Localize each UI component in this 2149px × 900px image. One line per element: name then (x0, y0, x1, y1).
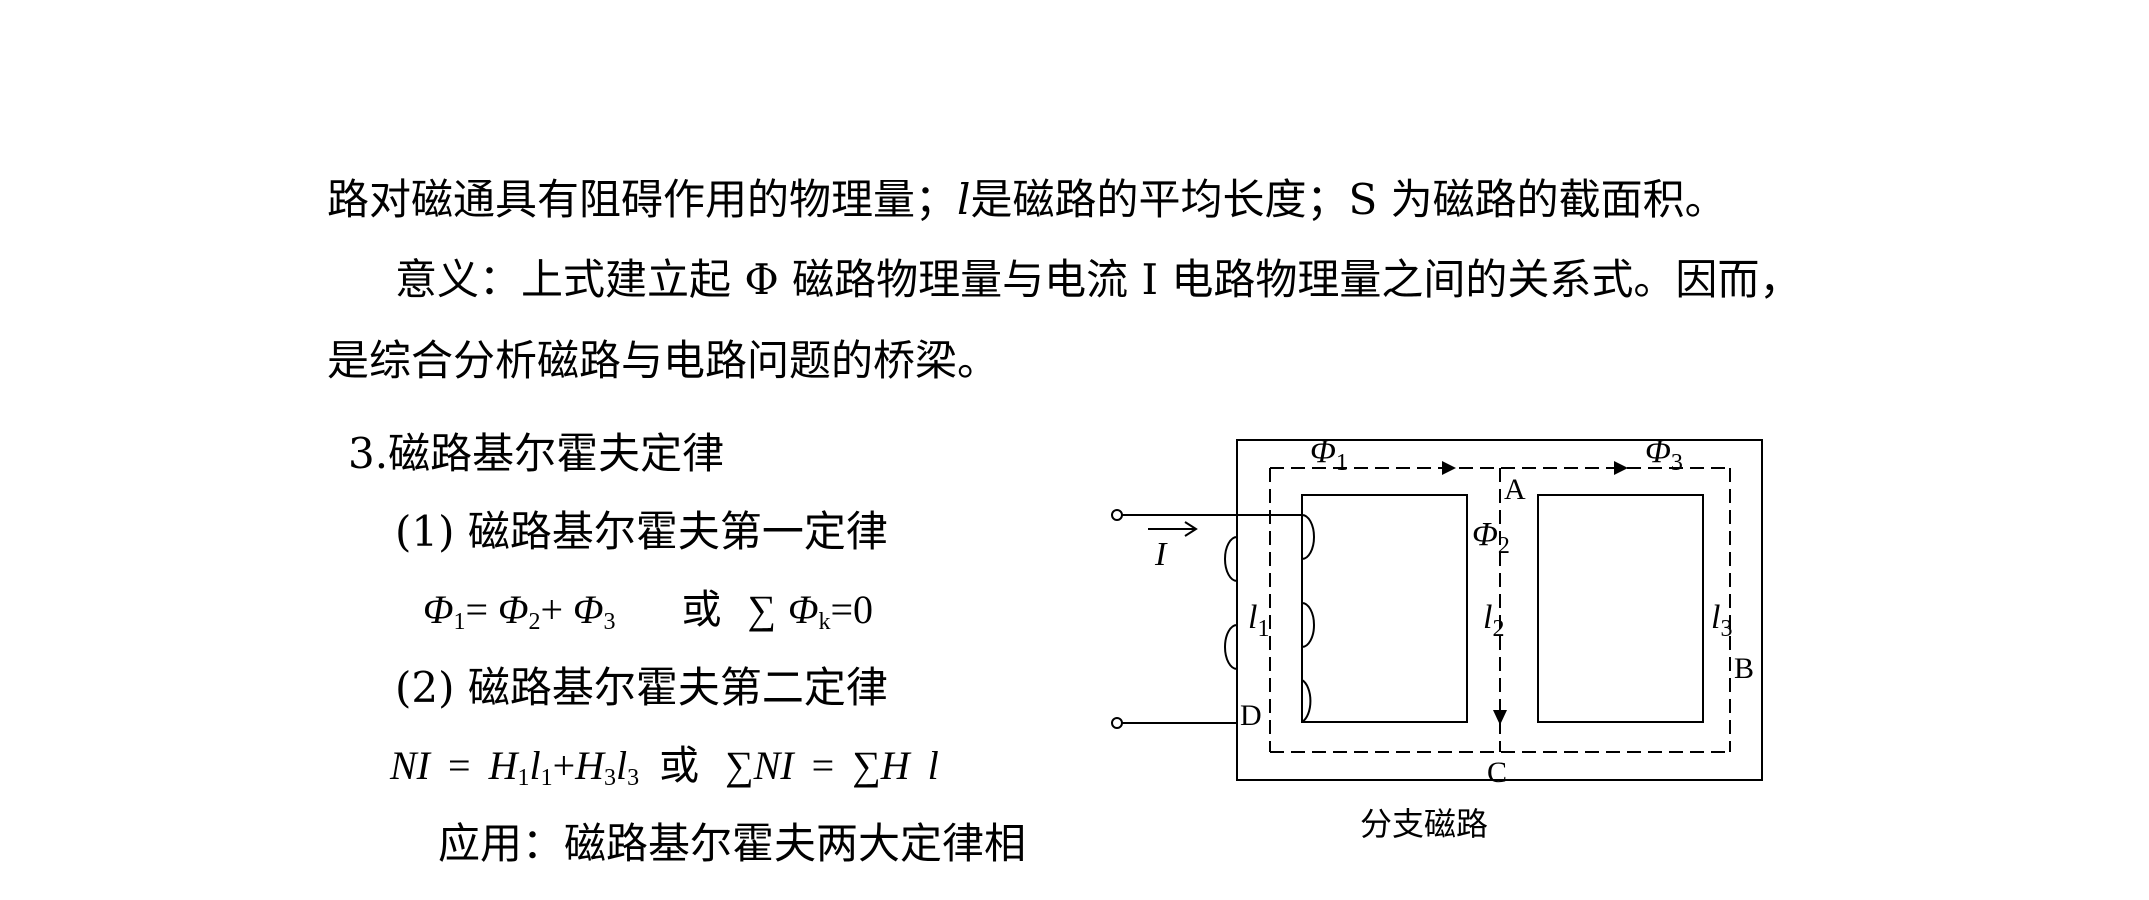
sum-symbol: ∑ (725, 743, 754, 788)
phi1-label: Φ1 (1310, 433, 1348, 476)
node-a-label: A (1504, 473, 1526, 506)
diagram-caption: 分支磁路 (1360, 806, 1488, 842)
l-symbol: l (616, 743, 628, 788)
core-outer-boundary (1236, 439, 1763, 781)
paragraph-line-3: 是综合分析磁路与电路问题的桥梁。 (327, 335, 999, 387)
phi3-label: Φ3 (1645, 433, 1683, 476)
l2-label: l2 (1483, 599, 1504, 642)
equals-sign: = (811, 743, 835, 788)
l-symbol: l (927, 743, 939, 788)
plus-sign: + (552, 743, 576, 788)
or-word: 或 (659, 743, 700, 788)
coil-turn (1301, 602, 1315, 648)
subscript: 1 (453, 609, 466, 635)
phi-symbol: Φ (498, 587, 529, 632)
flux-arrow-phi2 (1493, 710, 1507, 725)
application-text: 应用：磁路基尔霍夫两大定律相 (438, 819, 1027, 868)
node-b-label: B (1734, 652, 1754, 685)
coil-turn (1301, 679, 1312, 723)
subscript: 1 (517, 765, 530, 791)
coil-turn (1224, 536, 1238, 582)
core-window-right (1537, 494, 1704, 723)
mean-flux-paths (1269, 467, 1731, 753)
phi2-label: Φ2 (1472, 516, 1510, 559)
excitation-coil (1111, 509, 1315, 729)
phi-symbol: Φ (788, 587, 819, 632)
ni-term: NI (753, 743, 794, 788)
section-heading: 3.磁路基尔霍夫定律 (348, 428, 724, 480)
subscript: 3 (627, 765, 640, 791)
coil-turn (1301, 514, 1315, 560)
h-symbol: H (880, 743, 910, 788)
subscript: 2 (528, 609, 541, 635)
length-symbol: l (957, 175, 971, 224)
terminal-bottom (1111, 717, 1123, 729)
law-1-text: (1) 磁路基尔霍夫第一定律 (395, 507, 888, 556)
flux-arrow-phi1 (1442, 461, 1456, 475)
application-line: 应用：磁路基尔霍夫两大定律相 (438, 818, 1026, 870)
h-symbol: H (488, 743, 518, 788)
law-2-text: (2) 磁路基尔霍夫第二定律 (395, 663, 888, 712)
ni-term: NI (390, 743, 430, 788)
node-labels: A B C D (1240, 473, 1754, 789)
terminal-top (1111, 509, 1123, 521)
current-label: I (1154, 536, 1168, 573)
branched-magnetic-circuit-diagram: Φ1 Φ3 Φ2 I l1 l2 l3 A B C D 分支磁路 (1111, 433, 1763, 842)
l1-label: l1 (1248, 599, 1269, 642)
bridge-text: 是综合分析磁路与电路问题的桥梁。 (327, 336, 1000, 385)
diagram-labels: Φ1 Φ3 Φ2 I l1 l2 l3 (1154, 433, 1732, 642)
coil-turn (1224, 624, 1238, 670)
plus-sign: + (540, 587, 574, 632)
sum-symbol: ∑ (747, 587, 776, 632)
node-d-label: D (1240, 699, 1262, 732)
flux-arrow-phi3 (1614, 461, 1628, 475)
paragraph-line-2: 意义：上式建立起 Φ 磁路物理量与电流 I 电路物理量之间的关系式。因而， (395, 254, 1801, 306)
subscript: 1 (540, 765, 553, 791)
significance-text: 意义：上式建立起 Φ 磁路物理量与电流 I 电路物理量之间的关系式。因而， (395, 255, 1802, 304)
law-2-heading: (2) 磁路基尔霍夫第二定律 (395, 662, 888, 714)
node-c-label: C (1487, 756, 1507, 789)
subscript: 3 (604, 765, 617, 791)
or-word: 或 (681, 587, 722, 632)
equals-sign: = (448, 743, 471, 788)
phi-symbol: Φ (423, 587, 454, 632)
h-symbol: H (575, 743, 605, 788)
current-arrow-head (1184, 521, 1198, 537)
section-heading-text: 3.磁路基尔霍夫定律 (348, 429, 725, 478)
subscript: 3 (603, 609, 616, 635)
phi-symbol: Φ (573, 587, 604, 632)
line1-text-a: 路对磁通具有阻碍作用的物理量； (327, 175, 958, 224)
subscript: k (818, 609, 831, 635)
core-window-left (1301, 494, 1468, 723)
equals-zero: =0 (830, 587, 874, 632)
l-symbol: l (529, 743, 541, 788)
law-1-heading: (1) 磁路基尔霍夫第一定律 (395, 506, 888, 558)
equals-sign: = (465, 587, 499, 632)
paragraph-line-1: 路对磁通具有阻碍作用的物理量；l是磁路的平均长度；S 为磁路的截面积。 (327, 174, 1727, 226)
sum-symbol: ∑ (852, 743, 881, 788)
line1-text-b: 是磁路的平均长度；S 为磁路的截面积。 (970, 175, 1727, 224)
l3-label: l3 (1711, 599, 1732, 642)
